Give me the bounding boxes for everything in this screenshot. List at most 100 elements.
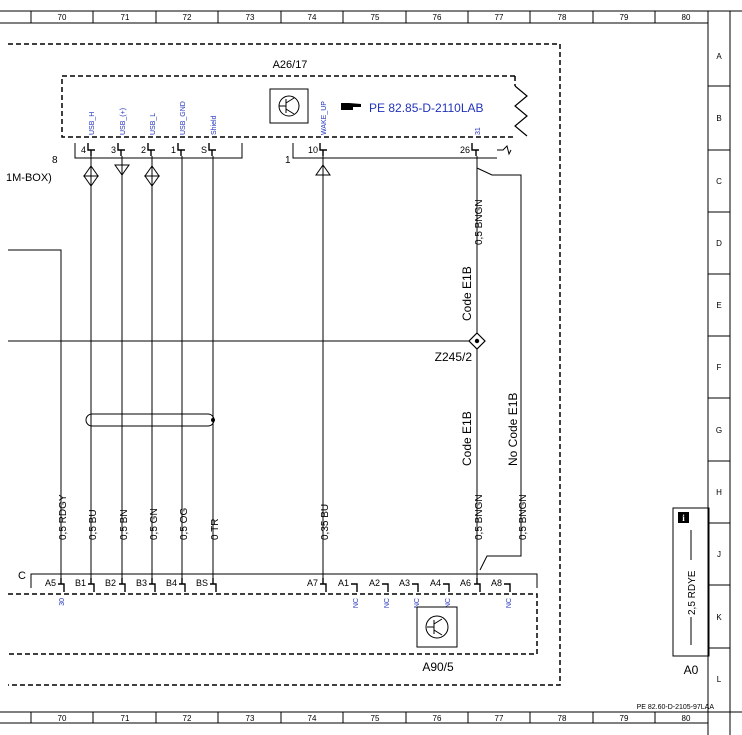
svg-text:2: 2 <box>141 145 146 155</box>
svg-text:B2: B2 <box>105 578 116 588</box>
svg-text:0,5 BU: 0,5 BU <box>88 509 99 540</box>
transistor-icon-bottom <box>416 606 458 648</box>
svg-text:WAKE_UP: WAKE_UP <box>321 101 328 135</box>
transistor-icon <box>269 88 309 124</box>
svg-text:0,5 BN: 0,5 BN <box>119 509 130 540</box>
svg-text:NC: NC <box>384 598 391 608</box>
svg-text:1: 1 <box>171 145 176 155</box>
a26-17-boundary <box>61 75 516 138</box>
svg-text:77: 77 <box>495 714 504 723</box>
wire-lines <box>8 156 522 578</box>
svg-text:i: i <box>682 513 685 523</box>
svg-text:F: F <box>717 363 722 372</box>
code-label-upper: Code E1B <box>460 266 474 321</box>
left-connector-label: 1M-BOX) <box>6 172 52 184</box>
bottom-module-boundary <box>8 593 538 655</box>
cable-bundle <box>85 413 215 427</box>
a26-17-label: A26/17 <box>273 59 308 71</box>
column-ticks <box>30 11 656 723</box>
svg-text:A6: A6 <box>460 578 471 588</box>
connector-c-label: C <box>18 570 26 582</box>
splice-icon <box>468 332 486 350</box>
svg-text:72: 72 <box>183 714 192 723</box>
svg-text:A2: A2 <box>369 578 380 588</box>
svg-text:73: 73 <box>246 714 255 723</box>
column-labels-bottom: 70 71 72 73 74 75 76 77 78 79 80 <box>58 714 691 723</box>
bottom-pin-sockets <box>58 578 511 592</box>
svg-text:G: G <box>716 426 722 435</box>
svg-text:73: 73 <box>246 13 255 22</box>
svg-text:0,5 BNGN: 0,5 BNGN <box>474 494 485 540</box>
svg-text:0,5 BNGN: 0,5 BNGN <box>518 494 529 540</box>
svg-text:A4: A4 <box>430 578 441 588</box>
outer-module-boundary <box>8 43 561 686</box>
svg-text:A: A <box>716 52 722 61</box>
bottom-pin-notes: 30 NC NC NC NC NC <box>59 598 513 608</box>
svg-text:74: 74 <box>308 714 317 723</box>
legend-box-label: A0 <box>684 663 699 677</box>
svg-text:D: D <box>716 239 722 248</box>
svg-text:77: 77 <box>495 13 504 22</box>
svg-text:76: 76 <box>433 13 442 22</box>
svg-text:0,5 BNGN: 0,5 BNGN <box>474 199 485 245</box>
svg-text:B4: B4 <box>166 578 177 588</box>
svg-text:C: C <box>716 177 722 186</box>
row-labels: A B C D E F G H J K L <box>716 52 722 684</box>
mid-connector-number: 1 <box>285 155 291 166</box>
svg-text:79: 79 <box>620 13 629 22</box>
svg-text:0 TR: 0 TR <box>210 519 221 541</box>
svg-text:76: 76 <box>433 714 442 723</box>
svg-text:0,5 RDGY: 0,5 RDGY <box>58 494 69 540</box>
svg-text:NC: NC <box>414 598 421 608</box>
legend-box-a0 <box>672 507 710 657</box>
svg-text:0,5 OG: 0,5 OG <box>179 508 190 540</box>
svg-text:71: 71 <box>121 13 130 22</box>
svg-text:31: 31 <box>475 127 482 135</box>
svg-text:H: H <box>716 488 722 497</box>
svg-text:A8: A8 <box>491 578 502 588</box>
svg-text:USB_GND: USB_GND <box>180 101 187 135</box>
svg-text:Shield: Shield <box>211 115 218 135</box>
svg-text:0,35 BU: 0,35 BU <box>320 504 331 540</box>
shield-connection-dot <box>211 418 215 422</box>
svg-text:75: 75 <box>371 13 380 22</box>
top-connector-strip-right <box>292 143 497 159</box>
svg-text:0,5 GN: 0,5 GN <box>149 508 160 540</box>
svg-text:B3: B3 <box>136 578 147 588</box>
pin-26-ground-symbol <box>497 145 512 156</box>
wire-labels: 0,5 RDGY 0,5 BU 0,5 BN 0,5 GN 0,5 OG 0 T… <box>58 199 529 540</box>
sheet-reference: PE 82.60-D-2105-97LAA <box>637 704 715 711</box>
sheet-frame <box>0 10 742 735</box>
svg-text:A7: A7 <box>307 578 318 588</box>
svg-text:USB_L: USB_L <box>150 113 157 135</box>
code-label-alt: No Code E1B <box>506 393 520 466</box>
bottom-pin-numbers: A5 B1 B2 B3 B4 BS A7 A1 A2 A3 A4 A6 A8 <box>45 578 502 588</box>
svg-text:30: 30 <box>59 598 66 606</box>
a90-5-label: A90/5 <box>422 660 454 674</box>
svg-text:80: 80 <box>682 714 691 723</box>
svg-text:4: 4 <box>81 145 86 155</box>
top-pin-signals: USB_H USB_(+) USB_L USB_GND Shield WAKE_… <box>89 101 482 135</box>
column-labels-top: 70 71 72 73 74 75 76 77 78 79 80 <box>58 13 691 22</box>
svg-text:B1: B1 <box>75 578 86 588</box>
splice-label: Z245/2 <box>435 350 473 364</box>
svg-text:NC: NC <box>445 598 452 608</box>
svg-text:NC: NC <box>506 598 513 608</box>
bottom-connector-strip <box>30 573 538 588</box>
pointing-hand-icon <box>341 103 361 110</box>
top-connector-strip-left <box>74 143 243 159</box>
svg-text:A3: A3 <box>399 578 410 588</box>
break-symbol <box>514 85 528 137</box>
svg-text:USB_(+): USB_(+) <box>120 108 127 135</box>
svg-text:A5: A5 <box>45 578 56 588</box>
info-icon: i <box>678 512 689 523</box>
svg-text:74: 74 <box>308 13 317 22</box>
svg-text:10: 10 <box>308 145 318 155</box>
code-label-lower: Code E1B <box>460 411 474 466</box>
svg-text:E: E <box>716 301 721 310</box>
svg-text:B: B <box>716 114 721 123</box>
row-ticks <box>708 85 730 649</box>
svg-text:71: 71 <box>121 714 130 723</box>
svg-text:78: 78 <box>558 714 567 723</box>
